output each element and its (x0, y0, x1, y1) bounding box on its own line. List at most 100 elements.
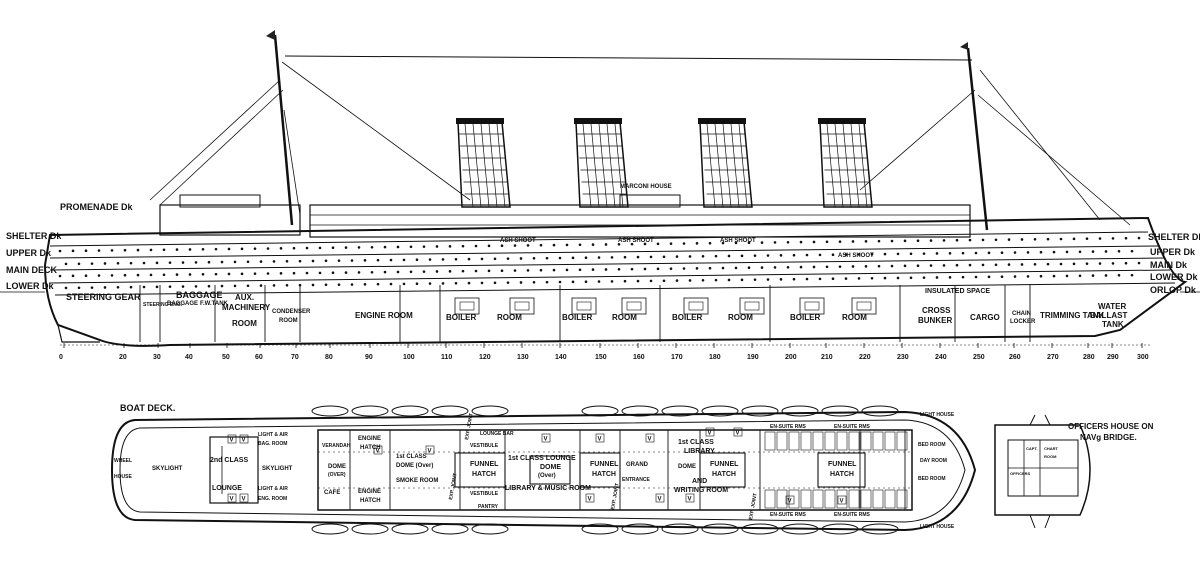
deck-label-right-orlop: ORLOP Dk (1150, 285, 1197, 295)
hatch-2-label: HATCH (592, 471, 616, 478)
lifeboat-bottom-10 (741, 523, 779, 535)
deck-label-left-main: MAIN DECK (6, 265, 57, 275)
lifeboat-top-11 (781, 405, 819, 417)
condenser-label-1: CONDENSER (272, 309, 311, 315)
deck-label-left-shelter: SHELTER Dk (6, 231, 62, 241)
first-library-label-1: 1st CLASS (678, 439, 714, 446)
funnel-4 (818, 118, 873, 208)
lifeboat-top-12 (821, 405, 859, 417)
boiler-label-3: BOILER (672, 313, 702, 322)
chart-room-label: ROOM (1044, 454, 1057, 459)
officers-house-label-1: OFFICERS HOUSE ON (1068, 422, 1154, 431)
frame-tick-110: 110 (441, 354, 452, 361)
boat-deck-outline (110, 410, 977, 532)
frame-tick-60: 60 (255, 354, 263, 361)
v-mark-8: V (598, 437, 602, 443)
wheel-house-label-2: HOUSE (114, 474, 132, 480)
deck-label-right-upper: UPPER Dk (1150, 247, 1196, 257)
lifeboat-bottom-9 (701, 523, 739, 535)
boiler-label-2: BOILER (562, 313, 592, 322)
hatch-3-label: HATCH (712, 471, 736, 478)
lifeboat-top-8 (661, 405, 699, 417)
writing-label-2: WRITING ROOM (674, 487, 728, 494)
eng-room-label: ENG. ROOM (258, 496, 287, 502)
room-label-1: ROOM (497, 313, 522, 322)
engine-hatch-top-label-1: ENGINE (358, 436, 381, 442)
first-class-label: 1st CLASS (396, 454, 427, 460)
lifeboats (311, 405, 899, 535)
boiler-label-1: BOILER (446, 313, 476, 322)
v-mark-10: V (658, 497, 662, 503)
frame-tick-70: 70 (291, 354, 299, 361)
verandah-label: VERANDAH (322, 443, 351, 449)
funnel-3-label: FUNNEL (710, 461, 739, 468)
exp-joint-1: EXP. JOINT (448, 473, 459, 501)
lifeboat-top-7 (621, 405, 659, 417)
v-mark-4: V (242, 497, 246, 503)
frame-tick-180: 180 (709, 354, 721, 361)
engine-hatch-top-label-2: HATCH (360, 445, 381, 451)
trimming-tank-label: TRIMMING TANK (1040, 311, 1105, 320)
dome-center-over-label: (Over) (538, 473, 556, 479)
first-lounge-label: 1st CLASS LOUNGE (508, 455, 576, 462)
frame-tick-120: 120 (479, 354, 491, 361)
lifeboat-bottom-8 (661, 523, 699, 535)
aux-machinery-label-3: ROOM (232, 319, 257, 328)
v-mark-12: V (588, 497, 592, 503)
exp-joint-2: EXP. JOINT (464, 413, 475, 441)
funnels (456, 118, 873, 208)
water-ballast-label-3: TANK (1102, 320, 1124, 329)
profile-view: SHELTER Dk PROMENADE Dk UPPER Dk MAIN DE… (0, 30, 1200, 361)
frame-tick-260: 260 (1009, 354, 1021, 361)
captain-label: CAPT. (1026, 446, 1038, 451)
fore-flag-icon (266, 30, 275, 40)
second-class-label-1: 2nd CLASS (210, 457, 248, 464)
funnel-4-label: FUNNEL (828, 461, 857, 468)
frame-tick-220: 220 (859, 354, 871, 361)
v-mark-2: V (242, 438, 246, 444)
v-mark-3: V (230, 497, 234, 503)
hatch-4-label: HATCH (830, 471, 854, 478)
frame-tick-160: 160 (633, 354, 645, 361)
steering-eng-label: STEERING ENG. (143, 302, 183, 308)
ash-shoot-3: ASH SHOOT (720, 238, 756, 244)
frame-tick-130: 130 (517, 354, 529, 361)
lounge-bar-label: LOUNGE BAR (480, 431, 514, 437)
funnel-2 (574, 118, 629, 208)
lifeboat-bottom-13 (861, 523, 899, 535)
lifeboat-bottom-11 (781, 523, 819, 535)
frame-tick-40: 40 (185, 354, 193, 361)
cross-bunker-label-1: CROSS (922, 306, 951, 315)
hatch-1-label: HATCH (472, 471, 496, 478)
lifeboat-bottom-12 (821, 523, 859, 535)
lifeboat-top-2 (351, 405, 389, 417)
en-suite-top-1: EN-SUITE RMS (770, 424, 807, 430)
frame-tick-210: 210 (821, 354, 833, 361)
v-mark-7: V (544, 437, 548, 443)
boat-deck-plan: BOAT DECK. 2nd CLASS LOUNGE SKYLIGHT SKY… (110, 403, 1154, 535)
deck-label-left-upper: UPPER Dk (6, 248, 52, 258)
chain-locker-label-1: CHAIN (1012, 311, 1031, 317)
officers-label: OFFICERS (1010, 471, 1031, 476)
cafe-label: CAFE (324, 490, 340, 496)
frame-tick-200: 200 (785, 354, 797, 361)
light-house-bot: LIGHT HOUSE (920, 524, 955, 530)
v-mark-16: V (840, 499, 844, 505)
funnel-1 (456, 118, 511, 208)
bed-room-1: BED ROOM (918, 442, 946, 448)
deck-label-right-main: MAIN Dk (1150, 260, 1188, 270)
grand-label-1: GRAND (626, 462, 649, 468)
room-label-3: ROOM (728, 313, 753, 322)
skylight-right-label: SKYLIGHT (262, 466, 293, 472)
officers-house-outline (994, 424, 1091, 516)
v-mark-14: V (736, 431, 740, 437)
library-music-label: LIBRARY & MUSIC ROOM (505, 485, 591, 492)
aux-machinery-label-1: AUX. (235, 293, 254, 302)
v-mark-5: V (376, 449, 380, 455)
engine-hatch-bot-label-1: ENGINE (358, 489, 381, 495)
hull-outline (43, 216, 1188, 347)
officers-house-label-2: NAVg BRIDGE. (1080, 433, 1137, 442)
bulkheads (139, 285, 1031, 342)
